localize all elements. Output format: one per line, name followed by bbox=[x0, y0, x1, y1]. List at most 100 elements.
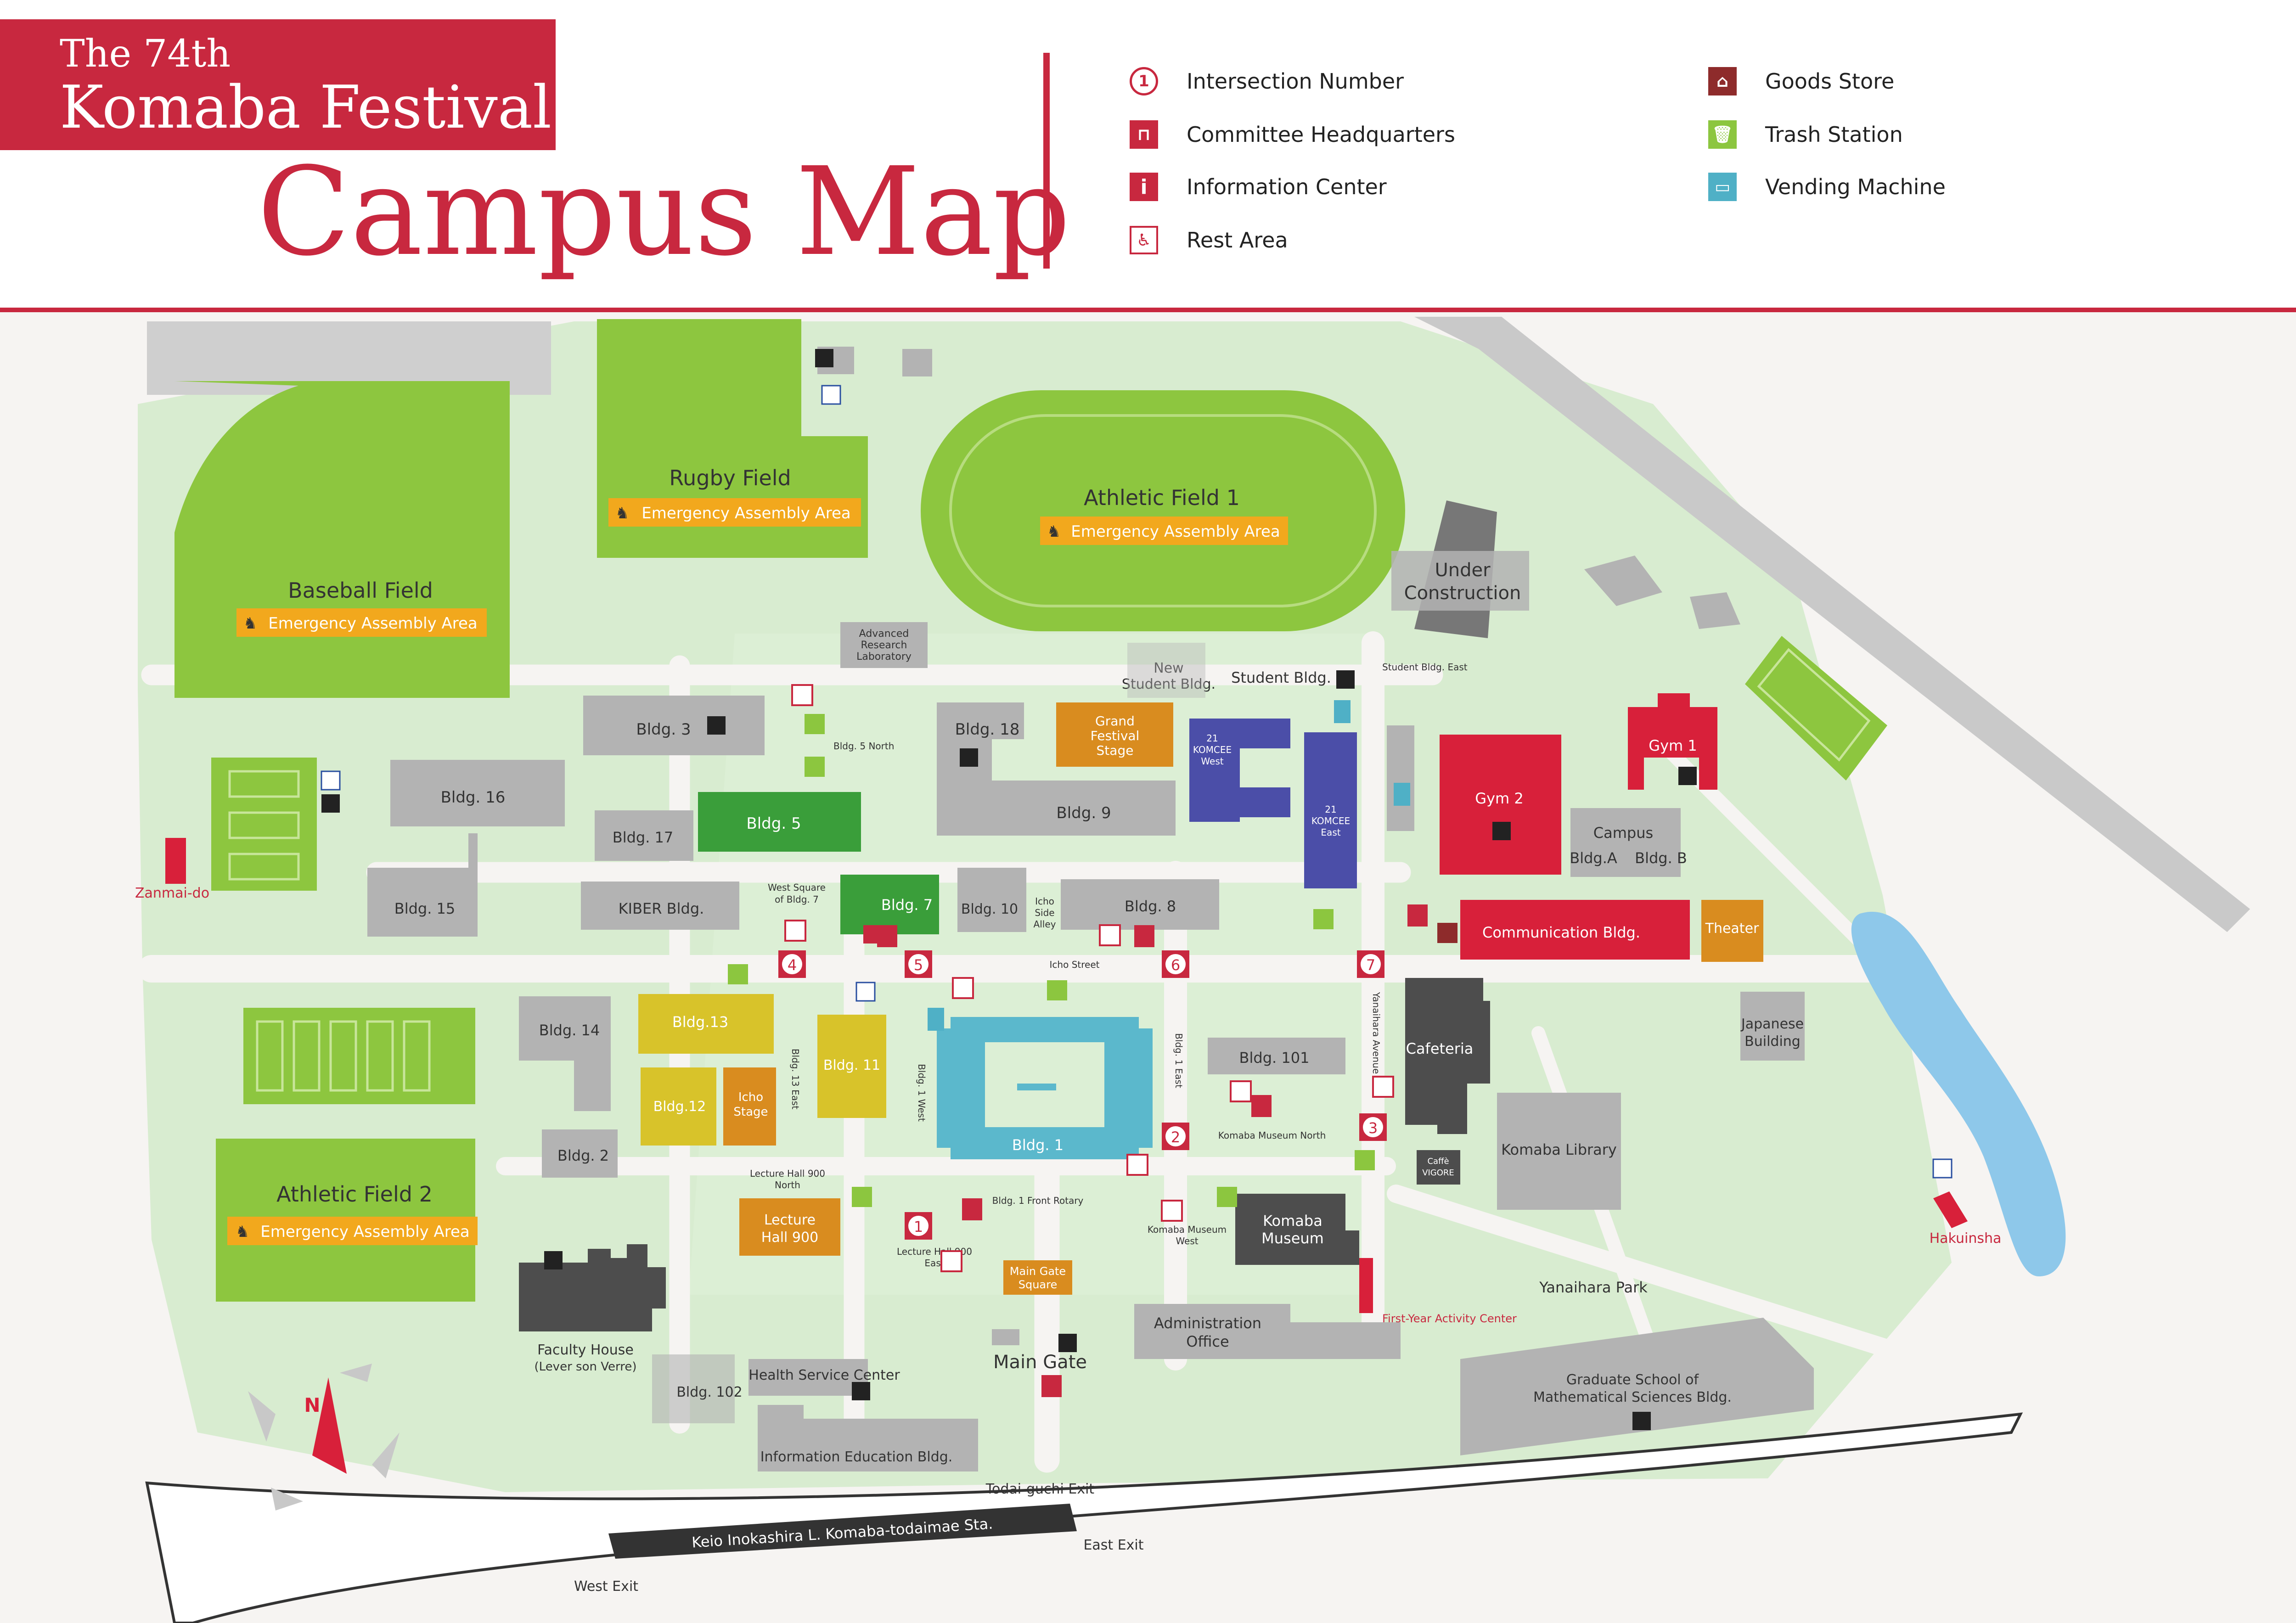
legend-label: Rest Area bbox=[1187, 228, 1288, 253]
under-construction-area bbox=[1391, 551, 1529, 611]
lh900-north-label: North bbox=[775, 1179, 800, 1191]
marker-disc bbox=[782, 954, 802, 974]
health-service-center bbox=[748, 1359, 868, 1396]
trash-station-icon bbox=[852, 1187, 872, 1207]
komcee-east-label: KOMCEE bbox=[1311, 815, 1350, 826]
bldg-3 bbox=[583, 696, 765, 755]
bldg-1 bbox=[951, 1017, 1139, 1159]
gym-1 bbox=[1628, 693, 1717, 790]
under-construction-label: Under bbox=[1435, 560, 1491, 581]
legend-label: Vending Machine bbox=[1765, 174, 1946, 199]
marker-disc bbox=[908, 954, 929, 974]
toilet-icon bbox=[821, 385, 841, 405]
bldg-1-label: Bldg. 1 bbox=[1012, 1136, 1064, 1154]
baseball-field-label: Baseball Field bbox=[288, 578, 433, 603]
grand-festival-stage bbox=[1056, 702, 1173, 767]
rest-area-icon bbox=[952, 977, 974, 999]
bldg-1-west-label: Bldg. 1 West bbox=[916, 1064, 927, 1122]
trash-station-icon bbox=[805, 757, 825, 777]
rest-area-icon bbox=[1099, 924, 1121, 946]
rest-area-icon bbox=[1161, 1200, 1183, 1222]
tennis-courts-west bbox=[211, 758, 317, 891]
emergency-runner-icon: ♞ bbox=[615, 504, 629, 522]
railway-line bbox=[145, 1412, 2023, 1623]
kiber-bldg bbox=[581, 882, 739, 930]
icho-street-label: Icho Street bbox=[1050, 959, 1100, 970]
first-year-label: First-Year Activity Center bbox=[1382, 1312, 1517, 1325]
bldg-2 bbox=[542, 1129, 618, 1178]
intersection-4-number: 4 bbox=[788, 956, 797, 974]
new-student-label: Student Bldg. bbox=[1122, 676, 1216, 692]
court-lines bbox=[256, 1020, 431, 1092]
komcee-east-label: 21 bbox=[1325, 804, 1336, 815]
west-square-label: West Square bbox=[768, 882, 826, 893]
intersection-markers: 1 2 3 4 5 6 7 bbox=[778, 950, 1387, 1240]
restroom-icon bbox=[960, 748, 978, 767]
lh900-north-label: Lecture Hall 900 bbox=[750, 1168, 825, 1179]
graduate-math-label: Mathematical Sciences Bldg. bbox=[1533, 1389, 1732, 1405]
compass-mark bbox=[372, 1432, 400, 1478]
campus-bldg-b-label: Bldg. B bbox=[1635, 849, 1687, 867]
athletic1-emergency-badge bbox=[1040, 517, 1288, 545]
rest-area-icon bbox=[1230, 1080, 1252, 1102]
advanced-research-label: Laboratory bbox=[856, 651, 912, 663]
theater-label: Theater bbox=[1705, 921, 1759, 937]
bldg-12-label: Bldg.12 bbox=[653, 1099, 706, 1115]
legend-label: Committee Headquarters bbox=[1187, 122, 1455, 147]
icho-side-alley-label: Alley bbox=[1034, 919, 1056, 930]
toilet-icons bbox=[321, 385, 1953, 1179]
goods-store-icon bbox=[1437, 923, 1458, 943]
hakuinsha bbox=[1933, 1191, 1968, 1228]
information-education-label: Information Education Bldg. bbox=[760, 1449, 953, 1465]
under-construction-label: Construction bbox=[1404, 583, 1521, 604]
emergency-label: Emergency Assembly Area bbox=[642, 504, 851, 522]
information-center-icon bbox=[962, 1198, 982, 1220]
bldg-15-label: Bldg. 15 bbox=[394, 900, 456, 917]
main-gate-square bbox=[1003, 1260, 1072, 1295]
grand-stage-label: Festival bbox=[1091, 728, 1140, 743]
legend-goods: ⌂ Goods Store bbox=[1708, 65, 1894, 97]
bldg-17 bbox=[595, 810, 693, 861]
health-service-label: Health Service Center bbox=[748, 1367, 900, 1383]
bldg-1-courtyard bbox=[1017, 1090, 1056, 1127]
caffe-vigore-label: VIGORE bbox=[1422, 1168, 1454, 1178]
campus-bldg-a-label: Bldg.A bbox=[1570, 849, 1617, 867]
student-bldg-east bbox=[1387, 725, 1414, 831]
bldg-14-label: Bldg. 14 bbox=[539, 1022, 600, 1039]
rest-area-icon bbox=[1372, 1076, 1394, 1098]
compass-mark bbox=[340, 1364, 372, 1382]
baseball-emergency-badge bbox=[236, 608, 487, 637]
right-road bbox=[1414, 317, 2250, 932]
bldg-11 bbox=[817, 1015, 886, 1118]
legend-headquarters: ⊓ Committee Headquarters bbox=[1130, 118, 1455, 151]
north-arrow-icon bbox=[312, 1377, 347, 1474]
bldg-8 bbox=[1061, 879, 1219, 930]
toilet-icon bbox=[1932, 1158, 1953, 1179]
campus-map: Baseball Field Emergency Assembly Area ♞… bbox=[0, 312, 2296, 1623]
gate-booth bbox=[992, 1329, 1019, 1345]
student-bldg-label: Student Bldg. bbox=[1231, 669, 1331, 686]
new-student-label: New bbox=[1154, 660, 1183, 676]
cafeteria-label: Cafeteria bbox=[1406, 1040, 1474, 1057]
restroom-icon bbox=[1492, 822, 1511, 840]
bldg-16 bbox=[390, 760, 565, 826]
bldg-101 bbox=[1208, 1038, 1345, 1074]
administration-label: Office bbox=[1186, 1333, 1229, 1350]
museum-west-label: West bbox=[1176, 1236, 1198, 1247]
west-square-label: of Bldg. 7 bbox=[775, 894, 819, 905]
bldg-5-north-label: Bldg. 5 North bbox=[833, 741, 894, 752]
gym-2-label: Gym 2 bbox=[1475, 790, 1523, 807]
museum-west-label: Komaba Museum bbox=[1148, 1224, 1227, 1235]
campus-bldg-b bbox=[1639, 808, 1681, 877]
communication-bldg bbox=[1460, 900, 1690, 960]
intersection-number-icon: 1 bbox=[1130, 67, 1158, 95]
emergency-label: Emergency Assembly Area bbox=[1071, 522, 1280, 541]
yanaihara-avenue-label: Yanaihara Avenue bbox=[1371, 992, 1382, 1074]
header: The 74th Komaba Festival Campus Map 1 In… bbox=[0, 0, 2296, 312]
rest-area-icon: ♿ bbox=[1130, 226, 1158, 254]
bldg-9-label: Bldg. 9 bbox=[1056, 804, 1111, 822]
vending-machine-icon bbox=[1334, 700, 1351, 723]
restroom-icon bbox=[1058, 1334, 1077, 1352]
trash-station-icon bbox=[1313, 909, 1334, 929]
bldg-1-front-rotary-label: Bldg. 1 Front Rotary bbox=[992, 1195, 1084, 1206]
